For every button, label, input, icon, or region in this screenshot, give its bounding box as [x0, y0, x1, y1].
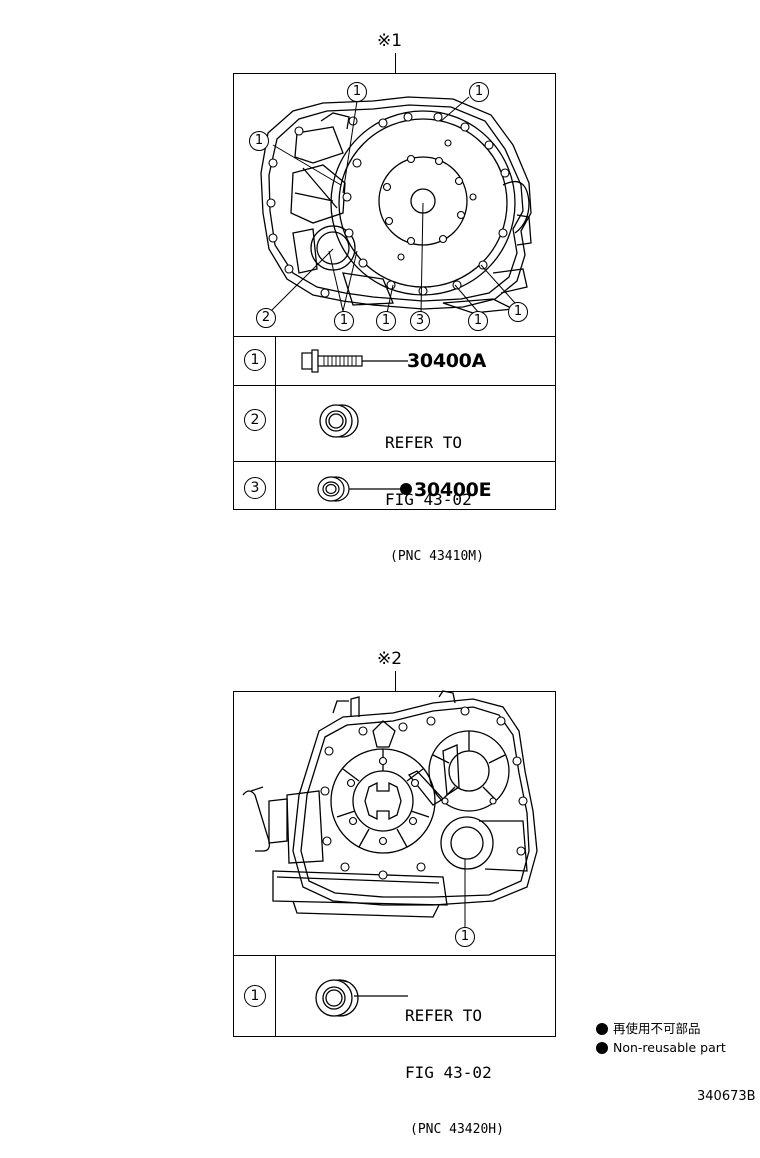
refer-note: REFER TO FIG 43-02 (PNC 43410M) [385, 395, 484, 585]
part-number: 30400E [414, 479, 492, 501]
section1-leader [395, 53, 396, 74]
section1-marker: ※1 [377, 31, 403, 51]
pnc-reference: (PNC 43420H) [410, 1122, 504, 1137]
bolt-icon [301, 349, 408, 373]
section2-leader [395, 671, 396, 692]
refer-note: REFER TO FIG 43-02 (PNC 43420H) [405, 968, 504, 1158]
legend-jp: 再使用不可部品 [596, 1018, 701, 1037]
row-index: 1 [244, 985, 266, 1007]
row-index: 1 [244, 349, 266, 371]
refer-line1: REFER TO [405, 1006, 483, 1025]
section2-divider [233, 955, 556, 956]
section1-row-divider-1 [233, 385, 556, 386]
section1-row-divider-2 [233, 461, 556, 462]
callout-1: 1 [347, 82, 367, 102]
part-number: 30400A [407, 350, 487, 372]
row-index: 3 [244, 477, 266, 499]
nonreusable-dot-icon [596, 1042, 608, 1054]
section2-index-column [275, 955, 276, 1037]
transmission-side-view-drawing [242, 690, 538, 927]
callout-1: 1 [508, 302, 528, 322]
callout-1: 1 [376, 311, 396, 331]
callout-1: 1 [469, 82, 489, 102]
pnc-reference: (PNC 43410M) [390, 549, 484, 564]
row-index: 2 [244, 409, 266, 431]
callout-2: 2 [256, 308, 276, 328]
legend-jp-text: 再使用不可部品 [613, 1021, 701, 1036]
section2-marker: ※2 [377, 649, 403, 669]
callout-1: 1 [249, 131, 269, 151]
callout-1: 1 [334, 311, 354, 331]
refer-line1: REFER TO [385, 433, 463, 452]
legend-en-text: Non-reusable part [613, 1040, 726, 1055]
oil-seal-icon [319, 404, 359, 438]
section1-index-column [275, 336, 276, 510]
figure-id: 340673B [697, 1089, 756, 1104]
legend-en: Non-reusable part [596, 1040, 726, 1055]
nonreusable-dot-icon [400, 483, 412, 495]
callout-1: 1 [468, 311, 488, 331]
section1-divider [233, 336, 556, 337]
callout-1: 1 [455, 927, 475, 947]
small-seal-icon [317, 476, 412, 502]
nonreusable-dot-icon [596, 1023, 608, 1035]
callout-3: 3 [410, 311, 430, 331]
transmission-front-view-drawing [260, 96, 532, 314]
bearing-seal-icon [315, 979, 408, 1017]
refer-line2: FIG 43-02 [405, 1063, 492, 1082]
